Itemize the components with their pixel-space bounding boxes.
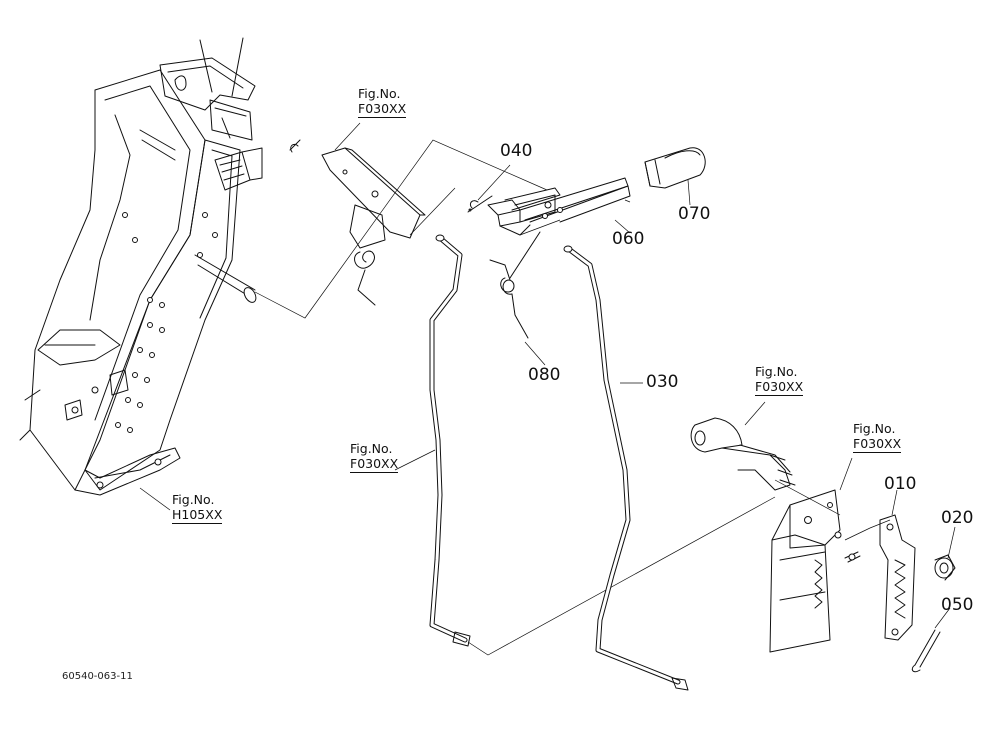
fig-ref-middle: Fig.No. F030XX	[350, 441, 399, 473]
part-label-030: 030	[646, 372, 679, 392]
rod-030	[563, 245, 689, 691]
part-020	[934, 554, 956, 581]
pivot-shaft	[690, 417, 796, 491]
fig-ref-frame: Fig.No. H105XX	[172, 492, 223, 524]
part-label-040: 040	[500, 141, 533, 161]
right-bracket	[769, 489, 861, 653]
drawing-code: 60540-063-11	[62, 671, 133, 682]
leader-lines	[254, 139, 891, 656]
lever-assembly-040	[467, 177, 631, 236]
part-label-020: 020	[941, 508, 974, 528]
fig-ref-right-lower-title: Fig.No.	[853, 421, 896, 436]
fig-ref-right-lower: Fig.No. F030XX	[853, 421, 902, 453]
label-leaders	[139, 122, 956, 629]
fig-ref-frame-title: Fig.No.	[172, 492, 215, 507]
fig-ref-right-upper: Fig.No. F030XX	[755, 364, 804, 396]
part-label-010: 010	[884, 474, 917, 494]
fig-ref-top-title: Fig.No.	[358, 86, 401, 101]
fig-ref-top-code: F030XX	[358, 101, 407, 118]
part-label-080: 080	[528, 365, 561, 385]
fig-ref-middle-code: F030XX	[350, 456, 399, 473]
fig-ref-middle-title: Fig.No.	[350, 441, 393, 456]
spring-080	[489, 231, 541, 339]
fig-ref-top: Fig.No. F030XX	[358, 86, 407, 118]
fig-ref-right-upper-title: Fig.No.	[755, 364, 798, 379]
part-050	[911, 629, 941, 673]
fig-ref-frame-code: H105XX	[172, 507, 223, 524]
fig-ref-right-upper-code: F030XX	[755, 379, 804, 396]
part-010	[879, 514, 916, 641]
part-label-060: 060	[612, 229, 645, 249]
part-label-070: 070	[678, 204, 711, 224]
frame-assembly	[19, 37, 263, 496]
upper-bracket	[289, 139, 426, 306]
fig-ref-right-lower-code: F030XX	[853, 436, 902, 453]
middle-rod	[429, 234, 471, 647]
part-label-050: 050	[941, 595, 974, 615]
grip-070	[644, 147, 706, 189]
